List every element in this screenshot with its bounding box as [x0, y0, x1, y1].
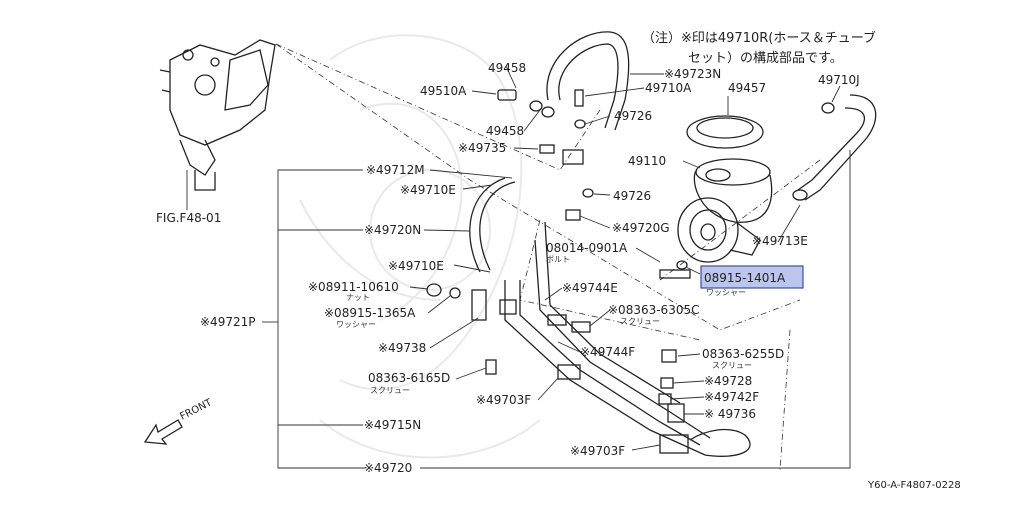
label-49744e[interactable]: ※49744E: [562, 281, 618, 295]
note-line-1: （注）※印は49710R(ホース＆チューブ: [642, 30, 876, 46]
label-08363-6305c[interactable]: ※08363-6305C: [608, 303, 699, 317]
label-49510a[interactable]: 49510A: [420, 84, 467, 98]
label-49710e-top[interactable]: ※49710E: [400, 183, 456, 197]
label-49720n[interactable]: ※49720N: [364, 223, 421, 237]
label-08915-1401a[interactable]: 08915-1401A: [704, 271, 786, 285]
hoses: [469, 31, 877, 457]
label-49728[interactable]: ※49728: [704, 374, 752, 388]
label-49720[interactable]: ※49720: [364, 461, 412, 475]
label-49710e-bottom[interactable]: ※49710E: [388, 259, 444, 273]
label-49726-top[interactable]: 49726: [614, 109, 652, 123]
label-08915-1365a[interactable]: ※08915-1365A: [324, 306, 416, 320]
label-49742f[interactable]: ※49742F: [704, 390, 759, 404]
label-49710a[interactable]: 49710A: [645, 81, 692, 95]
label-49710j[interactable]: 49710J: [818, 73, 860, 87]
fittings: [426, 89, 835, 454]
front-label: FRONT: [178, 397, 214, 423]
label-08363-6255d[interactable]: 08363-6255D: [702, 347, 784, 361]
label-49720g[interactable]: ※49720G: [612, 221, 670, 235]
label-49110[interactable]: 49110: [628, 154, 666, 168]
label-08363-6165d[interactable]: 08363-6165D: [368, 371, 450, 385]
power-steering-pump: [677, 115, 773, 263]
note-line-2: セット）の構成部品です。: [688, 51, 843, 66]
label-49458-top[interactable]: 49458: [488, 61, 526, 75]
bracket-lines: [262, 150, 851, 469]
label-49457[interactable]: 49457: [728, 81, 766, 95]
label-49721p[interactable]: ※49721P: [200, 315, 255, 329]
label-49736[interactable]: ※ 49736: [704, 407, 756, 421]
label-49738[interactable]: ※49738: [378, 341, 426, 355]
label-08014-0901a[interactable]: 08014-0901A: [546, 241, 628, 255]
document-code: Y60-A-F4807-0228: [867, 480, 961, 491]
label-49703f-top[interactable]: ※49703F: [476, 393, 531, 407]
sublabel-bolt: ボルト: [546, 255, 570, 264]
label-49723n[interactable]: ※49723N: [664, 67, 721, 81]
label-49713e[interactable]: ※49713E: [752, 234, 808, 248]
label-49715n[interactable]: ※49715N: [364, 418, 421, 432]
watermark-emblem: [299, 34, 541, 459]
fig-reference[interactable]: FIG.F48-01: [156, 211, 221, 225]
label-49726-mid[interactable]: 49726: [613, 189, 651, 203]
label-49458-mid[interactable]: 49458: [486, 124, 524, 138]
sublabel-screw-3: スクリュー: [370, 386, 410, 395]
label-49712m[interactable]: ※49712M: [366, 163, 425, 177]
label-49735[interactable]: ※49735: [458, 141, 506, 155]
label-49703f-bottom[interactable]: ※49703F: [570, 444, 625, 458]
front-arrow-icon: [143, 419, 183, 445]
sublabel-washer-left: ワッシャー: [336, 320, 376, 329]
highlight-box: [700, 265, 804, 289]
sublabel-screw-2: スクリュー: [712, 361, 752, 370]
sublabel-nut: ナット: [346, 293, 370, 302]
sublabel-screw-1: スクリュー: [620, 317, 660, 326]
steering-gear-box: [159, 39, 276, 191]
sublabel-washer-right: ワッシャー: [706, 288, 746, 297]
leader-lines: [409, 65, 841, 451]
label-08911-10610[interactable]: ※08911-10610: [308, 280, 399, 294]
label-49744f[interactable]: ※49744F: [580, 345, 635, 359]
